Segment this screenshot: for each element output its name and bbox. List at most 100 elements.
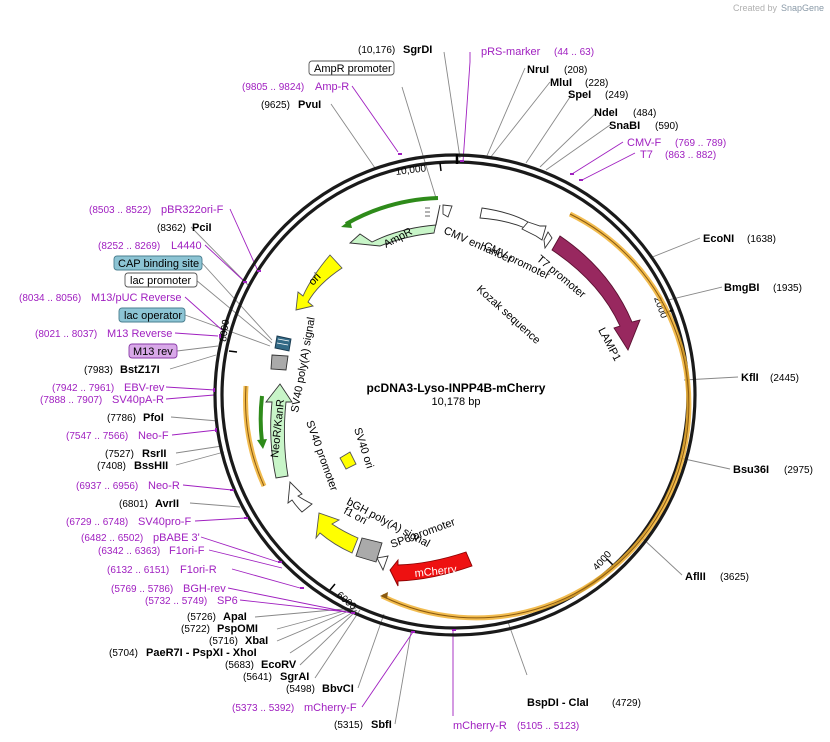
primer-neo-f-range: (7547 .. 7566) <box>66 431 128 442</box>
primer-m13-reverse[interactable]: M13 Reverse <box>107 328 172 340</box>
feature-label-mcherry: mCherry <box>414 564 458 580</box>
site-kfli[interactable]: KflI <box>741 372 759 384</box>
primer-bgh-rev-range: (5769 .. 5786) <box>111 584 173 595</box>
site-pvui[interactable]: PvuI <box>298 99 321 111</box>
site-econi[interactable]: EcoNI <box>703 233 734 245</box>
primer-neo-f[interactable]: Neo-F <box>138 430 169 442</box>
primer-neo-r[interactable]: Neo-R <box>148 480 180 492</box>
feature-cmv-promoter[interactable] <box>521 221 547 241</box>
site-pfoi-pos: (7786) <box>107 413 136 424</box>
site-mlui[interactable]: MluI <box>550 77 572 89</box>
feature-neor[interactable] <box>265 383 293 479</box>
feature-f1-ori[interactable] <box>315 512 359 554</box>
orf-arc-ampr <box>345 196 439 226</box>
primer-ebv-rev[interactable]: EBV-rev <box>124 382 165 394</box>
primer-mcherry-f-range: (5373 .. 5392) <box>232 703 294 714</box>
primer-t7[interactable]: T7 <box>640 149 653 161</box>
site-econi-pos: (1638) <box>747 234 776 245</box>
plasmid-size: 10,178 bp <box>432 396 481 408</box>
primer-ebv-rev-range: (7942 .. 7961) <box>52 383 114 394</box>
site-sgrai[interactable]: SgrAI <box>280 671 309 683</box>
primer-sv40pa-r-range: (7888 .. 7907) <box>40 395 102 406</box>
box-cap-binding-site[interactable] <box>113 255 203 271</box>
primer-mcherry-f[interactable]: mCherry-F <box>304 702 357 714</box>
site-bspdi-clai-pos: (4729) <box>612 698 641 709</box>
feature-mcherry[interactable] <box>389 551 473 587</box>
site-bmgbi[interactable]: BmgBI <box>724 282 759 294</box>
feature-lac-block[interactable] <box>274 335 292 352</box>
box-lac-promoter[interactable] <box>124 272 198 288</box>
primer-l4440[interactable]: L4440 <box>171 240 202 252</box>
primer-f1ori-f-range: (6342 .. 6363) <box>98 546 160 557</box>
primer-sp6[interactable]: SP6 <box>217 595 238 607</box>
feature-cmv-enhancer[interactable] <box>479 207 529 229</box>
box-m13-rev[interactable] <box>128 343 178 359</box>
primer-cmv-f[interactable]: CMV-F <box>627 137 662 149</box>
site-avrii-pos: (6801) <box>119 499 148 510</box>
orf-arc-neo-inner <box>258 395 264 443</box>
site-xhoi-pos: (5704) <box>109 648 138 659</box>
orf-arc-neo-inner-head <box>257 439 267 449</box>
site-ndei[interactable]: NdeI <box>594 107 618 119</box>
primer-f1ori-r[interactable]: F1ori-R <box>180 564 217 576</box>
primer-pbabe3[interactable]: pBABE 3' <box>153 532 200 544</box>
feature-sv40-ori[interactable] <box>339 451 357 470</box>
site-avrii[interactable]: AvrII <box>155 498 179 510</box>
orf-arc-main-head <box>380 592 388 599</box>
primer-bgh-rev[interactable]: BGH-rev <box>183 583 226 595</box>
tick-8000: 8000 <box>218 318 232 342</box>
box-ampr-promoter[interactable] <box>308 60 395 76</box>
site-xhoi[interactable]: PaeR7I - PspXI - XhoI <box>146 647 257 659</box>
site-pspomi-pos: (5722) <box>181 624 210 635</box>
feature-ampr[interactable] <box>348 204 441 247</box>
site-bbvci[interactable]: BbvCI <box>322 683 354 695</box>
site-sgrdi-pos: (10,176) <box>358 45 395 56</box>
feature-ori[interactable] <box>295 254 343 311</box>
site-nrui[interactable]: NruI <box>527 64 549 76</box>
primer-m13puc-reverse[interactable]: M13/pUC Reverse <box>91 292 181 304</box>
site-bbvci-pos: (5498) <box>286 684 315 695</box>
feature-ampr-promoter[interactable] <box>442 204 453 218</box>
box-lac-operator[interactable] <box>118 307 186 323</box>
site-apai[interactable]: ApaI <box>223 611 247 623</box>
primer-prs-marker[interactable]: pRS-marker <box>481 46 541 58</box>
site-apai-pos: (5726) <box>187 612 216 623</box>
site-bsshii-pos: (7408) <box>97 461 126 472</box>
feature-label-kozak: Kozak sequence <box>474 283 542 346</box>
primer-amp-r[interactable]: Amp-R <box>315 81 349 93</box>
feature-sv40-polya[interactable] <box>270 354 289 371</box>
primer-sv40pro-f[interactable]: SV40pro-F <box>138 516 191 528</box>
primer-sv40pa-r[interactable]: SV40pA-R <box>112 394 164 406</box>
brand-prefix: Created by <box>733 3 778 13</box>
backbone-outer <box>213 153 697 637</box>
feature-sp6-promoter[interactable] <box>376 555 389 572</box>
site-bspdi-clai[interactable]: BspDI - ClaI <box>527 697 589 709</box>
site-ecorv[interactable]: EcoRV <box>261 659 297 671</box>
site-sbfi-pos: (5315) <box>334 720 363 731</box>
site-pspomi[interactable]: PspOMI <box>217 623 258 635</box>
site-aflii[interactable]: AflII <box>685 571 706 583</box>
site-pfoi[interactable]: PfoI <box>143 412 164 424</box>
primer-mcherry-r[interactable]: mCherry-R <box>453 720 507 732</box>
primer-f1ori-r-range: (6132 .. 6151) <box>107 565 169 576</box>
feature-lac-hatch <box>276 338 290 346</box>
site-pcii[interactable]: PciI <box>192 222 212 234</box>
feature-bgh-polya[interactable] <box>355 537 383 563</box>
site-sgrdi[interactable]: SgrDI <box>403 44 432 56</box>
site-bsshii[interactable]: BssHII <box>134 460 168 472</box>
feature-sv40-promoter[interactable] <box>287 481 313 513</box>
site-bstz17i[interactable]: BstZ17I <box>120 364 160 376</box>
feature-lamp1[interactable] <box>551 235 641 351</box>
box-lac-promoter-label: lac promoter <box>130 275 191 287</box>
site-rsrii[interactable]: RsrII <box>142 448 166 460</box>
site-snabi[interactable]: SnaBI <box>609 120 640 132</box>
site-sbfi[interactable]: SbfI <box>371 719 392 731</box>
site-xbai[interactable]: XbaI <box>245 635 268 647</box>
primer-f1ori-f[interactable]: F1ori-F <box>169 545 205 557</box>
plasmid-name: pcDNA3-Lyso-INPP4B-mCherry <box>367 381 546 395</box>
primer-pbr322ori-f[interactable]: pBR322ori-F <box>161 204 224 216</box>
site-aflii-pos: (3625) <box>720 572 749 583</box>
site-bsu36i[interactable]: Bsu36I <box>733 464 769 476</box>
feature-t7-promoter[interactable] <box>543 231 553 250</box>
site-spei[interactable]: SpeI <box>568 89 591 101</box>
